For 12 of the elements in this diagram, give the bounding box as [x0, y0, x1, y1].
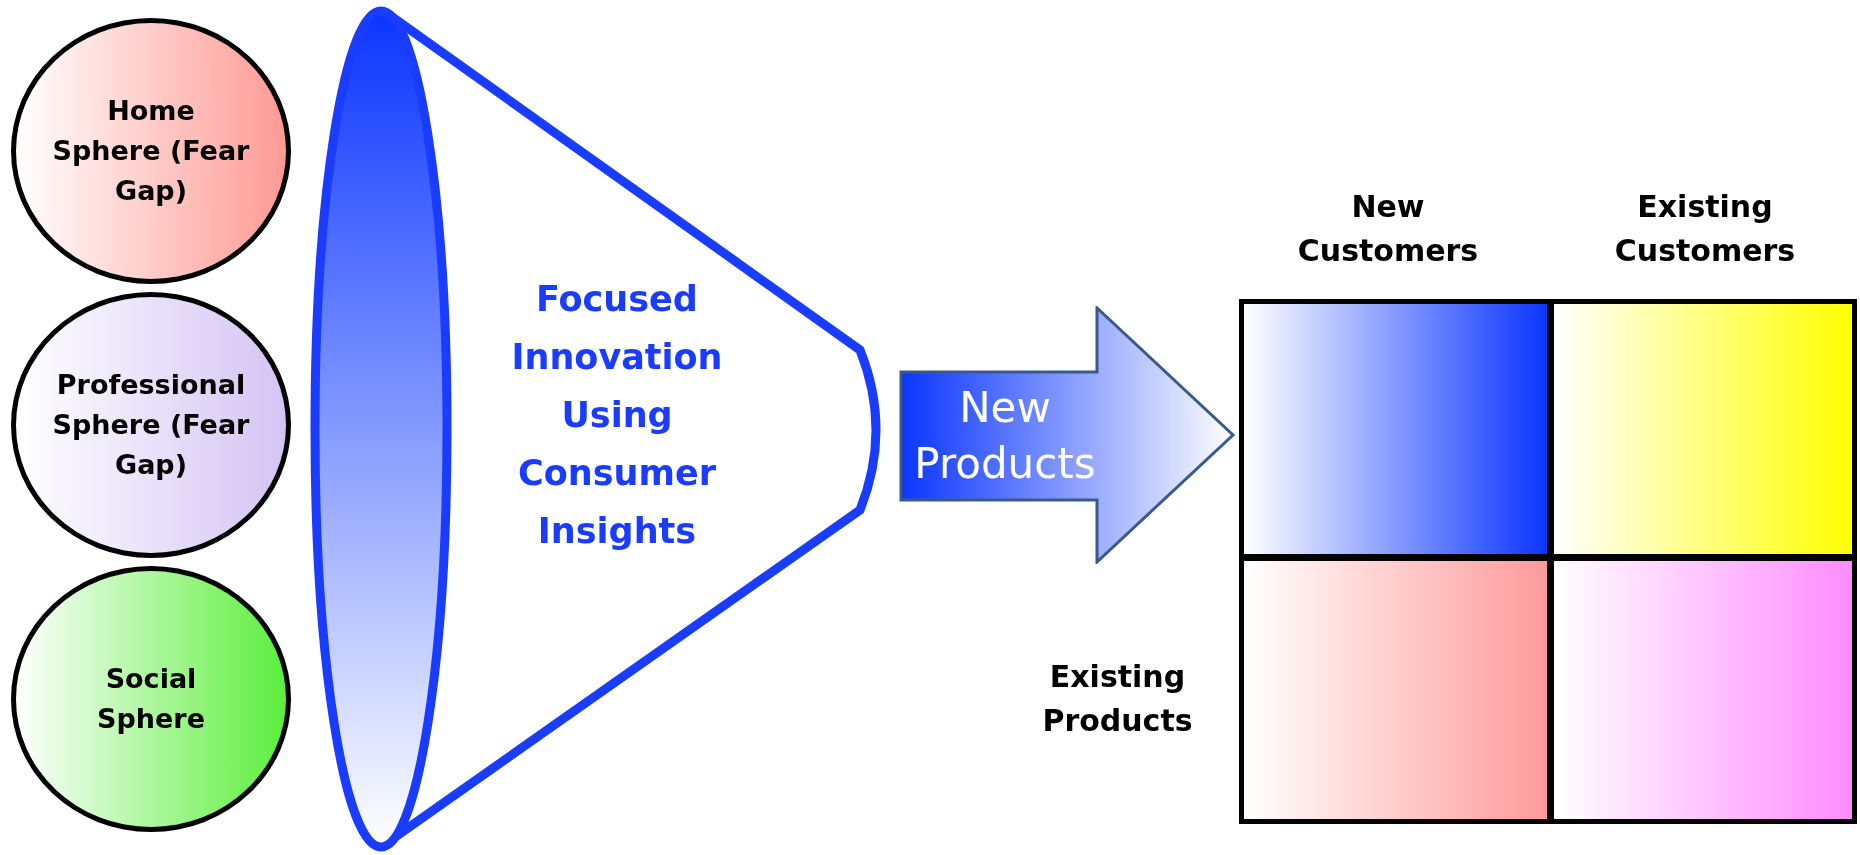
- funnel-label: Focused Innovation Using Consumer Insights: [510, 278, 724, 553]
- arrow-label: New Products: [913, 382, 1097, 490]
- matrix-cell: [1549, 556, 1857, 824]
- circle-label: Social Sphere: [96, 662, 206, 736]
- axis-label: Existing Customers: [1613, 188, 1797, 270]
- matrix-cell: [1239, 556, 1552, 824]
- matrix-cell: [1239, 299, 1552, 559]
- circle-label: Home Sphere (Fear Gap): [51, 94, 251, 208]
- axis-label: New Customers: [1296, 188, 1480, 270]
- matrix-cell: [1549, 299, 1857, 559]
- axis-label: Existing Products: [1041, 658, 1194, 740]
- circle-label: Professional Sphere (Fear Gap): [51, 368, 251, 482]
